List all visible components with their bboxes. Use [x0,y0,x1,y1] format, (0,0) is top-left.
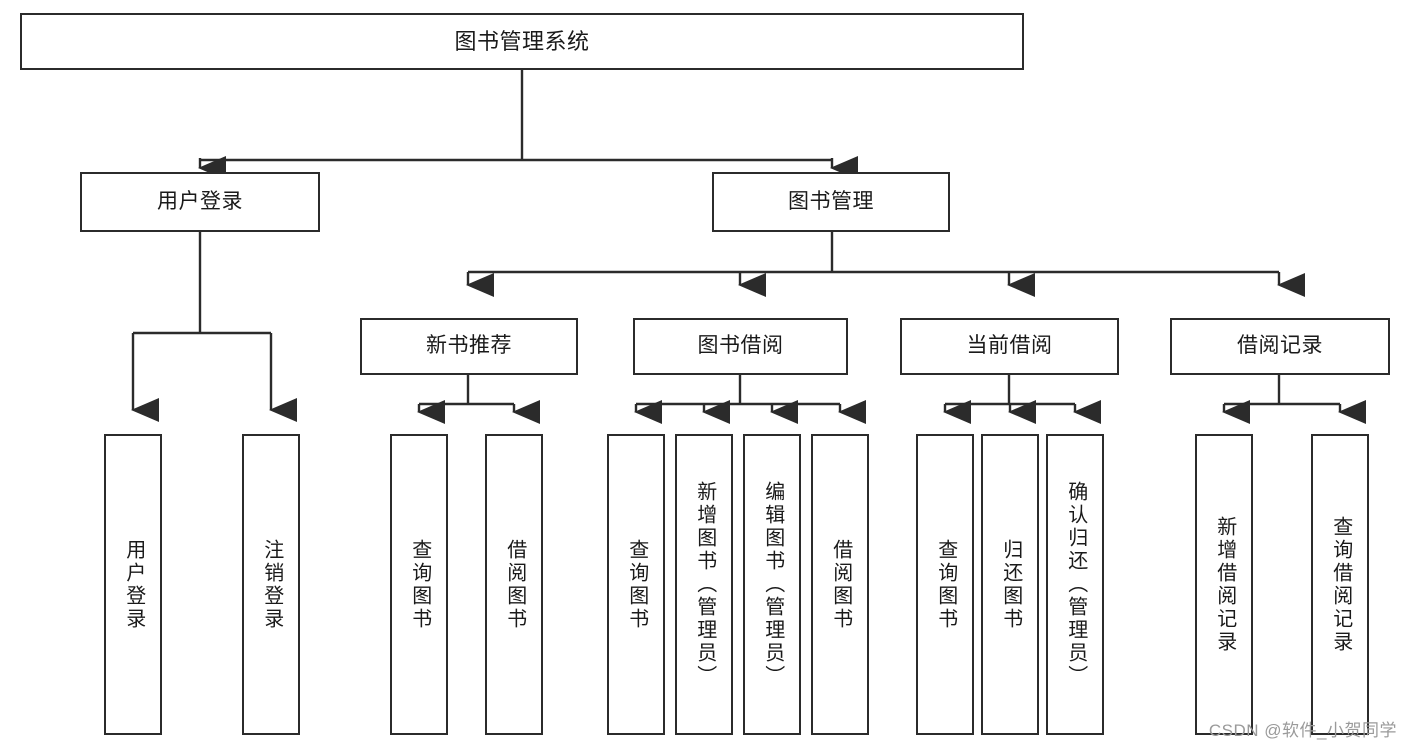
node-leaf-user-login-signout-label: 注销登录 [260,538,283,631]
node-leaf-borrow-record-query-label: 查询借阅记录 [1329,515,1352,654]
node-leaf-borrow-record-query[interactable]: 查询借阅记录 [1311,434,1369,735]
node-new-book-recommend-label: 新书推荐 [426,334,512,358]
node-leaf-current-borrow-return-label: 归还图书 [999,538,1022,631]
node-root-system-label: 图书管理系统 [454,28,590,54]
node-leaf-book-borrow-lend[interactable]: 借阅图书 [811,434,869,735]
node-user-login[interactable]: 用户登录 [80,172,320,232]
node-leaf-new-book-borrow-label: 借阅图书 [503,538,526,631]
node-leaf-book-borrow-add[interactable]: 新增图书（管理员） [675,434,733,735]
node-current-borrow[interactable]: 当前借阅 [900,318,1119,375]
node-leaf-user-login-signout[interactable]: 注销登录 [242,434,300,735]
node-leaf-new-book-query[interactable]: 查询图书 [390,434,448,735]
node-leaf-current-borrow-confirm[interactable]: 确认归还（管理员） [1046,434,1104,735]
node-borrow-record[interactable]: 借阅记录 [1170,318,1390,375]
node-book-borrow-label: 图书借阅 [697,334,784,358]
node-leaf-current-borrow-query[interactable]: 查询图书 [916,434,974,735]
node-leaf-borrow-record-add-label: 新增借阅记录 [1213,515,1236,654]
node-user-login-label: 用户登录 [157,189,243,213]
node-current-borrow-label: 当前借阅 [966,334,1053,358]
node-new-book-recommend[interactable]: 新书推荐 [360,318,578,375]
node-leaf-current-borrow-confirm-label: 确认归还（管理员） [1064,481,1087,688]
node-book-management[interactable]: 图书管理 [712,172,950,232]
node-leaf-book-borrow-edit[interactable]: 编辑图书（管理员） [743,434,801,735]
node-leaf-book-borrow-query[interactable]: 查询图书 [607,434,665,735]
watermark: CSDN @软件_小贺同学 [1208,721,1397,740]
node-leaf-book-borrow-add-label: 新增图书（管理员） [693,481,716,688]
node-leaf-user-login-signin[interactable]: 用户登录 [104,434,162,735]
node-leaf-new-book-query-label: 查询图书 [408,538,431,631]
node-leaf-user-login-signin-label: 用户登录 [122,538,145,631]
node-borrow-record-label: 借阅记录 [1237,334,1323,358]
node-leaf-current-borrow-query-label: 查询图书 [934,538,957,631]
node-book-borrow[interactable]: 图书借阅 [633,318,848,375]
node-leaf-book-borrow-edit-label: 编辑图书（管理员） [761,481,784,688]
node-book-management-label: 图书管理 [788,189,874,213]
node-leaf-new-book-borrow[interactable]: 借阅图书 [485,434,543,735]
node-root-system[interactable]: 图书管理系统 [20,13,1024,70]
node-leaf-current-borrow-return[interactable]: 归还图书 [981,434,1039,735]
node-leaf-book-borrow-query-label: 查询图书 [625,538,648,631]
node-leaf-borrow-record-add[interactable]: 新增借阅记录 [1195,434,1253,735]
node-leaf-book-borrow-lend-label: 借阅图书 [829,538,852,631]
